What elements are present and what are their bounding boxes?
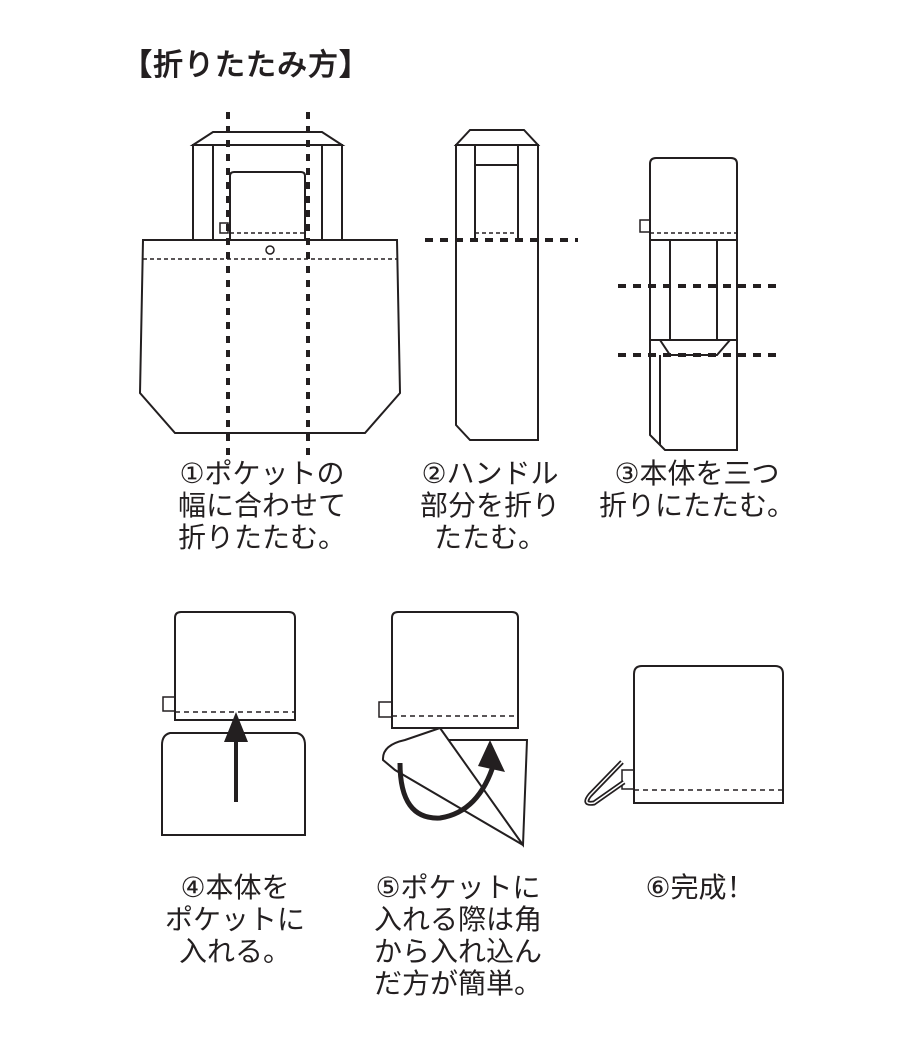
step5-corner-insert-illustration xyxy=(378,611,529,848)
caption-line: 部分を折り xyxy=(419,489,561,522)
step2-caption: ②ハンドル 部分を折り たたむ。 xyxy=(420,458,560,554)
caption-line: 入れる際は角 xyxy=(373,903,543,936)
step4-caption: ④本体を ポケットに 入れる。 xyxy=(165,872,305,968)
carabiner-icon xyxy=(584,760,626,806)
step2-handle-fold-illustration xyxy=(425,129,578,441)
caption-line: たたむ。 xyxy=(433,521,547,554)
caption-line: 折りたたむ。 xyxy=(177,521,347,554)
caption-line: ②ハンドル xyxy=(421,457,559,490)
caption-line: ⑤ポケットに xyxy=(375,871,541,904)
caption-line: から入れ込ん xyxy=(373,935,543,968)
caption-line: 折りにたたむ。 xyxy=(598,489,796,522)
caption-line: ⑥完成！ xyxy=(645,871,755,904)
caption-line: ①ポケットの xyxy=(179,457,345,490)
curved-arrow-icon xyxy=(478,740,505,772)
step4-insert-illustration xyxy=(161,611,306,836)
caption-line: 入れる。 xyxy=(178,935,292,968)
caption-line: ポケットに xyxy=(164,903,306,936)
step3-trifold-illustration xyxy=(618,157,778,451)
step5-caption: ⑤ポケットに 入れる際は角 から入れ込ん だ方が簡単。 xyxy=(374,872,542,1000)
step6-complete-illustration xyxy=(584,665,784,806)
page-title: 【折りたたみ方】 xyxy=(122,48,370,83)
arrow-up-icon xyxy=(224,712,248,742)
step1-caption: ①ポケットの 幅に合わせて 折りたたむ。 xyxy=(178,458,346,554)
caption-line: だ方が簡単。 xyxy=(373,967,543,1000)
caption-line: ④本体を xyxy=(180,871,290,904)
step3-caption: ③本体を三つ 折りにたたむ。 xyxy=(599,458,795,522)
step1-bag-illustration xyxy=(138,112,402,458)
caption-line: 幅に合わせて xyxy=(177,489,347,522)
caption-line: ③本体を三つ xyxy=(614,457,780,490)
step6-caption: ⑥完成！ xyxy=(645,872,754,904)
